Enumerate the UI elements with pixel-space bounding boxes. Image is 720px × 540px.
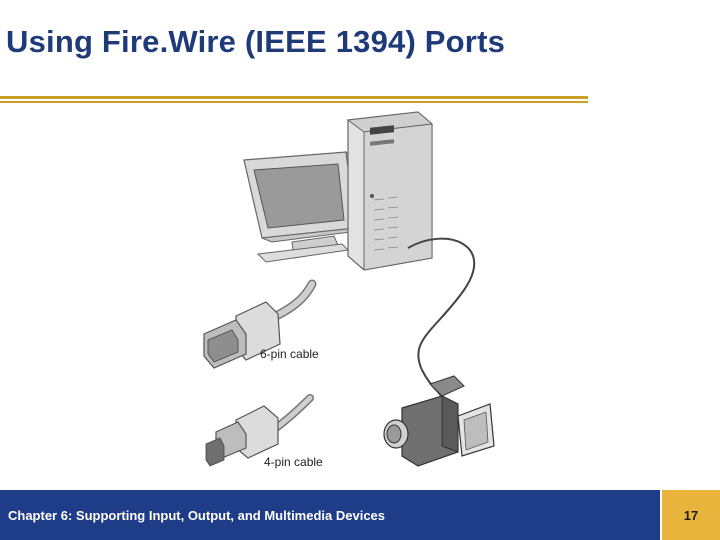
four-pin-cable-label: 4-pin cable — [264, 455, 323, 469]
page-number: 17 — [683, 508, 699, 523]
title-underline — [0, 96, 588, 99]
six-pin-connector-icon — [203, 279, 317, 369]
footer-bar: Chapter 6: Supporting Input, Output, and… — [0, 490, 660, 540]
footer-page-box: 17 — [660, 490, 720, 540]
title-underline-secondary — [0, 101, 588, 103]
slide-title: Using Fire.Wire (IEEE 1394) Ports — [6, 24, 506, 59]
footer-chapter-title: Chapter 6: Supporting Input, Output, and… — [8, 508, 386, 523]
four-pin-connector-icon — [205, 394, 314, 467]
tower-computer-icon — [346, 111, 434, 271]
camcorder-icon — [383, 375, 495, 467]
firewire-illustration: 6-pin cable 4-pin cable — [203, 111, 495, 469]
firewire-cable — [407, 237, 476, 401]
six-pin-cable-label: 6-pin cable — [260, 347, 319, 361]
